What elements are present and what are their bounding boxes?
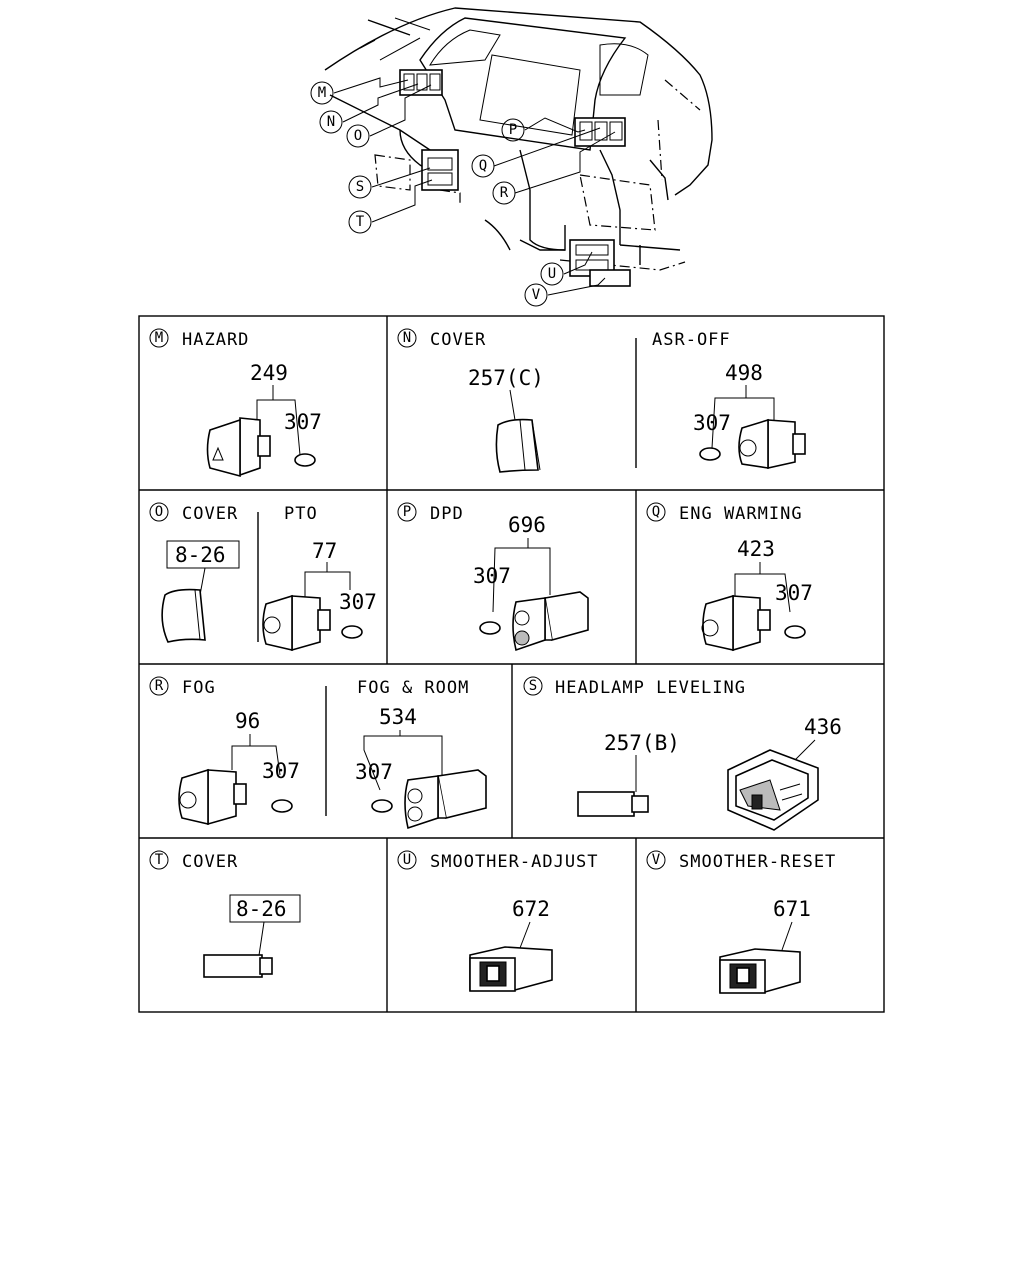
part-77: 77 <box>312 539 337 563</box>
bulb-307: 307 <box>284 410 322 434</box>
bulb-307-dpd: 307 <box>473 564 511 588</box>
svg-text:M: M <box>318 85 326 101</box>
bulb-307-fog-room: 307 <box>355 760 393 784</box>
caption-fog: FOG <box>182 678 216 698</box>
part-672: 672 <box>512 897 550 921</box>
callout-r: R <box>492 181 516 205</box>
headlamp-leveling-switch <box>727 749 819 831</box>
caption-smoother-reset: SMOOTHER-RESET <box>679 852 836 872</box>
svg-text:N: N <box>327 114 335 130</box>
part-671: 671 <box>773 897 811 921</box>
caption-eng-warming: ENG WARMING <box>679 504 803 524</box>
bulb-307-asr: 307 <box>693 411 731 435</box>
caption-smoother-adjust: SMOOTHER-ADJUST <box>430 852 599 872</box>
svg-text:P: P <box>509 122 517 138</box>
eng-warming-switch <box>701 594 771 652</box>
cover-257c <box>495 418 541 473</box>
part-96: 96 <box>235 709 260 733</box>
fog-room-switch <box>404 769 487 830</box>
svg-text:N: N <box>403 330 411 346</box>
cell-hazard: M HAZARD 249 307 <box>149 328 322 478</box>
svg-text:V: V <box>652 852 661 868</box>
svg-text:R: R <box>155 678 164 694</box>
cell-headlamp-leveling: S HEADLAMP LEVELING 257(B) 436 <box>523 676 842 831</box>
bulb-307-pto: 307 <box>339 590 377 614</box>
caption-headlamp-leveling: HEADLAMP LEVELING <box>555 678 746 698</box>
part-257b: 257(B) <box>604 731 680 755</box>
part-249: 249 <box>250 361 288 385</box>
callout-p: P <box>501 118 525 142</box>
callout-v: V <box>524 283 548 307</box>
svg-text:M: M <box>155 330 163 346</box>
caption-pto: PTO <box>284 504 318 524</box>
fog-switch <box>178 768 247 826</box>
callout-u: U <box>540 262 564 286</box>
part-423: 423 <box>737 537 775 561</box>
svg-text:V: V <box>532 287 541 303</box>
cover-8-26-t <box>203 954 273 978</box>
part-498: 498 <box>725 361 763 385</box>
dpd-switch <box>512 591 589 652</box>
caption-hazard: HAZARD <box>182 330 249 350</box>
caption-cover-o: COVER <box>182 504 238 524</box>
dashboard-overview: M N O P Q R S T U V <box>310 7 713 307</box>
pto-switch <box>262 594 331 652</box>
cell-smoother-adjust: U SMOOTHER-ADJUST 672 <box>397 850 599 992</box>
part-436: 436 <box>804 715 842 739</box>
smoother-adjust-switch <box>469 946 553 992</box>
svg-text:S: S <box>356 179 364 195</box>
caption-cover-t: COVER <box>182 852 238 872</box>
svg-text:O: O <box>155 504 163 520</box>
svg-text:O: O <box>354 128 362 144</box>
callout-n: N <box>319 110 343 134</box>
cell-eng-warming: Q ENG WARMING 423 307 <box>646 502 813 652</box>
caption-fog-room: FOG & ROOM <box>357 678 469 698</box>
cell-cover-t: T COVER 8-26 <box>149 850 301 978</box>
caption-dpd: DPD <box>430 504 464 524</box>
part-534: 534 <box>379 705 417 729</box>
svg-text:T: T <box>155 852 164 868</box>
callout-m: M <box>310 81 334 105</box>
smoother-reset-switch <box>719 948 801 994</box>
svg-text:P: P <box>403 504 411 520</box>
cover-8-26 <box>161 588 206 643</box>
hazard-switch <box>206 417 271 478</box>
ref-8-26-o: 8-26 <box>175 543 226 567</box>
svg-text:U: U <box>548 266 556 282</box>
cell-cover-asr: N COVER 257(C) ASR-OFF 498 307 <box>397 328 806 473</box>
asr-switch <box>738 418 806 469</box>
cell-dpd: P DPD 696 307 <box>397 502 589 652</box>
cover-257b <box>577 791 649 817</box>
cell-smoother-reset: V SMOOTHER-RESET 671 <box>646 850 836 994</box>
part-257c: 257(C) <box>468 366 544 390</box>
callout-t: T <box>348 210 372 234</box>
bulb-307-eng: 307 <box>775 581 813 605</box>
cell-fog: R FOG 96 307 FOG & ROOM 534 307 <box>149 676 487 830</box>
svg-text:R: R <box>500 185 509 201</box>
svg-text:S: S <box>529 678 537 694</box>
parts-grid <box>138 315 885 1013</box>
svg-text:Q: Q <box>479 158 487 174</box>
callout-s: S <box>348 175 372 199</box>
caption-cover-n: COVER <box>430 330 486 350</box>
callout-q: Q <box>471 154 495 178</box>
part-696: 696 <box>508 513 546 537</box>
cell-cover-pto: O COVER 8-26 PTO 77 307 <box>149 502 377 652</box>
svg-text:T: T <box>356 214 365 230</box>
callout-o: O <box>346 124 370 148</box>
bulb-307-fog: 307 <box>262 759 300 783</box>
svg-text:U: U <box>403 852 411 868</box>
caption-asr-off: ASR-OFF <box>652 330 731 350</box>
svg-text:Q: Q <box>652 504 660 520</box>
ref-8-26-t: 8-26 <box>236 897 287 921</box>
